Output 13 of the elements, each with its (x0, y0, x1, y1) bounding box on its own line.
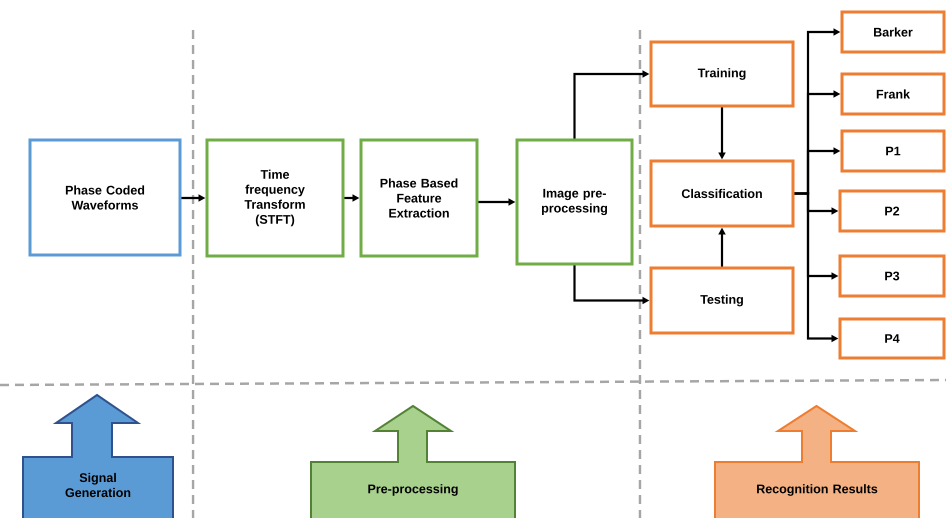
process-box: Phase Based Feature Extraction (360, 138, 478, 258)
process-box: Barker (840, 10, 946, 54)
process-box: Training (650, 40, 794, 108)
process-box: Testing (650, 266, 794, 334)
process-box: Frank (840, 72, 946, 116)
process-box: Classification (650, 160, 794, 228)
process-box: Image pre-processing (516, 138, 634, 266)
process-box: P3 (838, 254, 946, 298)
process-box: Time frequency Transform (STFT) (206, 138, 344, 258)
process-box: P4 (838, 318, 946, 360)
process-box: P2 (838, 190, 946, 232)
process-box: P1 (840, 130, 946, 172)
process-box: Phase Coded Waveforms (28, 138, 182, 256)
